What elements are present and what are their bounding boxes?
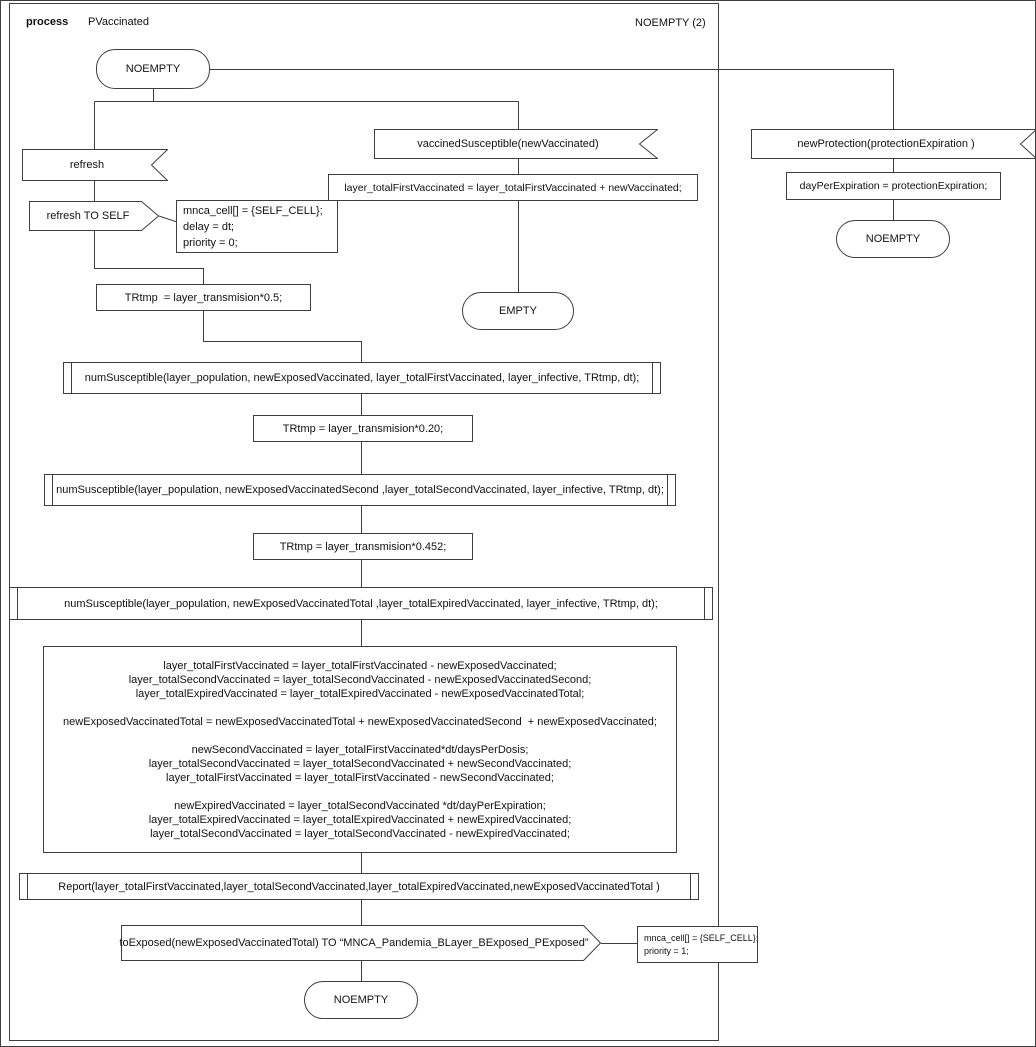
connector xyxy=(210,69,894,129)
node-call-num-susceptible-2[interactable]: numSusceptible(layer_population, newExpo… xyxy=(44,474,676,506)
statement: layer_totalFirstVaccinated = layer_total… xyxy=(163,659,557,672)
node-receive-refresh[interactable]: refresh xyxy=(22,149,168,181)
assign-label: TRtmp = layer_transmision*0.452; xyxy=(279,540,447,553)
assign-label: TRtmp = layer_transmision*0.20; xyxy=(282,422,444,435)
send-shape xyxy=(121,925,601,961)
connector xyxy=(203,311,362,362)
note-line: mnca_cell[] = {SELF_CELL}; xyxy=(183,204,323,217)
connector xyxy=(158,215,178,223)
process-type-label: process xyxy=(26,16,69,28)
node-state-noempty-bottom[interactable]: NOEMPTY xyxy=(304,981,418,1019)
statement: newExposedVaccinatedTotal = newExposedVa… xyxy=(63,715,657,728)
node-assign-day-per-expiration[interactable]: dayPerExpiration = protectionExpiration; xyxy=(786,172,1001,200)
call-label: numSusceptible(layer_population, newExpo… xyxy=(64,597,658,610)
call-label: numSusceptible(layer_population, newExpo… xyxy=(84,372,640,384)
node-note-to-exposed[interactable]: mnca_cell[] = {SELF_CELL}; priority = 1; xyxy=(637,926,758,963)
node-call-report[interactable]: Report(layer_totalFirstVaccinated,layer_… xyxy=(19,873,699,900)
receive-shape xyxy=(374,129,658,159)
note-line: priority = 0; xyxy=(183,236,238,249)
node-state-noempty-top[interactable]: NOEMPTY xyxy=(96,49,210,89)
node-update-vaccinated-block[interactable]: layer_totalFirstVaccinated = layer_total… xyxy=(43,646,677,853)
statement: layer_totalSecondVaccinated = layer_tota… xyxy=(150,827,570,840)
statement-group: newSecondVaccinated = layer_totalFirstVa… xyxy=(149,743,572,785)
statement: layer_totalFirstVaccinated = layer_total… xyxy=(166,771,554,784)
assign-label: TRtmp = layer_transmision*0.5; xyxy=(124,291,283,304)
state-label: NOEMPTY xyxy=(125,63,181,75)
assign-label: dayPerExpiration = protectionExpiration; xyxy=(799,180,988,192)
receive-shape xyxy=(22,149,168,181)
statement: layer_totalSecondVaccinated = layer_tota… xyxy=(128,673,592,686)
node-receive-new-protection[interactable]: newProtection(protectionExpiration ) xyxy=(751,129,1035,159)
note-line: delay = dt; xyxy=(183,220,235,233)
statement: newSecondVaccinated = layer_totalFirstVa… xyxy=(191,743,529,756)
connector xyxy=(94,231,204,284)
assign-label: layer_totalFirstVaccinated = layer_total… xyxy=(344,181,682,194)
call-label: numSusceptible(layer_population, newExpo… xyxy=(56,484,664,496)
state-label: NOEMPTY xyxy=(333,994,389,1006)
state-label: EMPTY xyxy=(499,305,537,317)
node-call-num-susceptible-1[interactable]: numSusceptible(layer_population, newExpo… xyxy=(63,362,661,394)
node-call-num-susceptible-3[interactable]: numSusceptible(layer_population, newExpo… xyxy=(9,587,713,620)
node-send-refresh-to-self[interactable]: refresh TO SELF xyxy=(29,201,159,231)
node-note-refresh[interactable]: mnca_cell[] = {SELF_CELL}; delay = dt; p… xyxy=(176,200,338,253)
note-line: priority = 1; xyxy=(644,945,689,956)
note-line: mnca_cell[] = {SELF_CELL}; xyxy=(644,932,759,943)
node-assign-first-vaccinated[interactable]: layer_totalFirstVaccinated = layer_total… xyxy=(328,174,698,201)
statement-group: newExpiredVaccinated = layer_totalSecond… xyxy=(149,799,572,841)
process-name-label: PVaccinated xyxy=(88,16,149,28)
state-label: NOEMPTY xyxy=(865,233,921,245)
statement: layer_totalSecondVaccinated = layer_tota… xyxy=(148,757,572,770)
node-assign-trtmp-0452[interactable]: TRtmp = layer_transmision*0.452; xyxy=(253,533,473,560)
state-frame xyxy=(9,3,719,1041)
node-state-empty[interactable]: EMPTY xyxy=(462,292,574,330)
node-receive-vaccined-susceptible[interactable]: vaccinedSusceptible(newVaccinated) xyxy=(374,129,658,159)
statement-group: newExposedVaccinatedTotal = newExposedVa… xyxy=(63,715,657,729)
node-state-noempty-right[interactable]: NOEMPTY xyxy=(836,220,950,258)
statement: layer_totalExpiredVaccinated = layer_tot… xyxy=(148,813,572,826)
node-assign-trtmp-020[interactable]: TRtmp = layer_transmision*0.20; xyxy=(253,415,473,442)
statement: layer_totalExpiredVaccinated = layer_tot… xyxy=(135,687,585,700)
statement-group: layer_totalFirstVaccinated = layer_total… xyxy=(129,659,592,701)
send-shape xyxy=(29,201,159,231)
statement: newExpiredVaccinated = layer_totalSecond… xyxy=(174,799,546,812)
node-send-to-exposed[interactable]: toExposed(newExposedVaccinatedTotal) TO … xyxy=(120,925,601,961)
node-assign-trtmp-05[interactable]: TRtmp = layer_transmision*0.5; xyxy=(96,284,311,311)
state-name-label: NOEMPTY (2) xyxy=(635,17,706,29)
call-label: Report(layer_totalFirstVaccinated,layer_… xyxy=(58,880,660,893)
receive-shape xyxy=(751,129,1035,159)
